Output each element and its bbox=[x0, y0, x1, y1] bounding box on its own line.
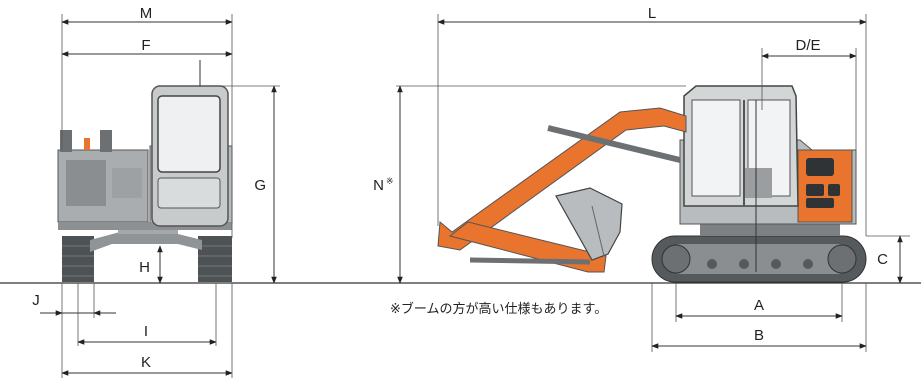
label-F: F bbox=[141, 37, 150, 54]
side-view-dimensions bbox=[396, 14, 910, 352]
label-L: L bbox=[648, 5, 656, 22]
label-N: N bbox=[373, 177, 384, 194]
label-DE: D/E bbox=[795, 37, 820, 54]
label-B: B bbox=[754, 327, 764, 344]
label-I: I bbox=[144, 323, 148, 340]
label-J: J bbox=[32, 292, 40, 309]
label-C: C bbox=[877, 251, 888, 268]
label-H: H bbox=[139, 259, 150, 276]
label-A: A bbox=[754, 297, 764, 314]
label-M: M bbox=[140, 5, 153, 22]
label-N-mark: ※ bbox=[386, 176, 394, 186]
front-view-dimensions bbox=[40, 14, 280, 378]
front-view-machine bbox=[57, 60, 233, 282]
label-G: G bbox=[254, 177, 266, 194]
footnote: ※ブームの方が高い仕様もあります。 bbox=[390, 302, 608, 317]
side-view-machine bbox=[437, 85, 867, 283]
label-K: K bbox=[141, 354, 151, 371]
